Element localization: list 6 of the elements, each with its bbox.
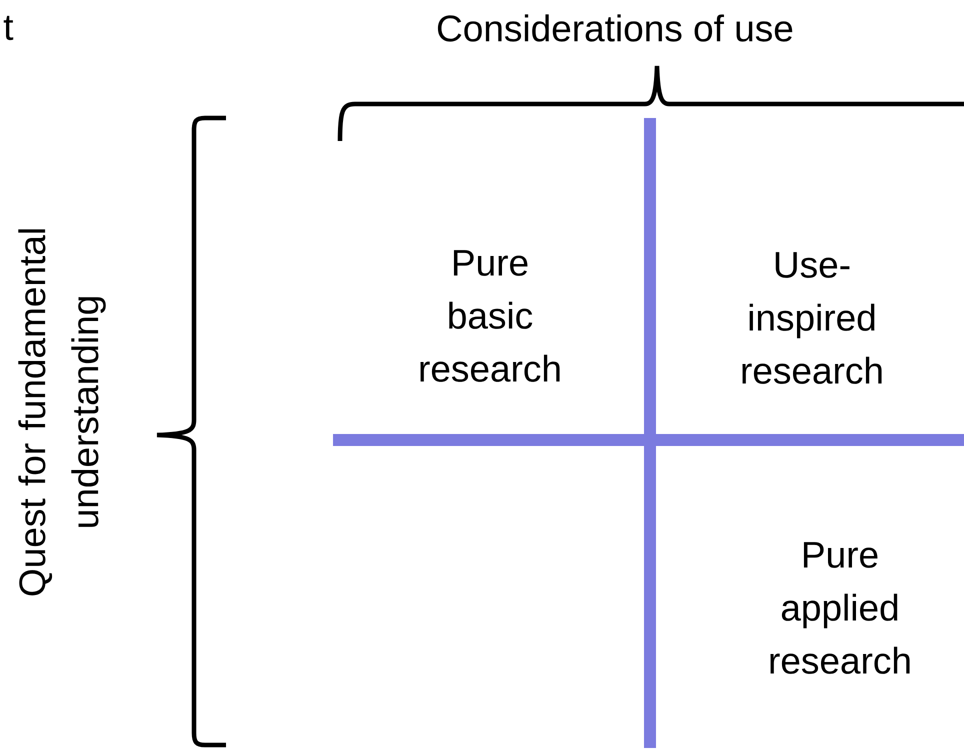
- label-text: t: [4, 16, 14, 40]
- axis-title: Quest for fundamental understanding: [18, 229, 106, 596]
- axis-title: Considerations of use: [438, 14, 792, 42]
- quadrant-label: Pure basic research: [420, 250, 560, 382]
- quadrant-label: Use-inspired research: [742, 252, 882, 384]
- quadrant-label: Pure applied research: [770, 542, 910, 674]
